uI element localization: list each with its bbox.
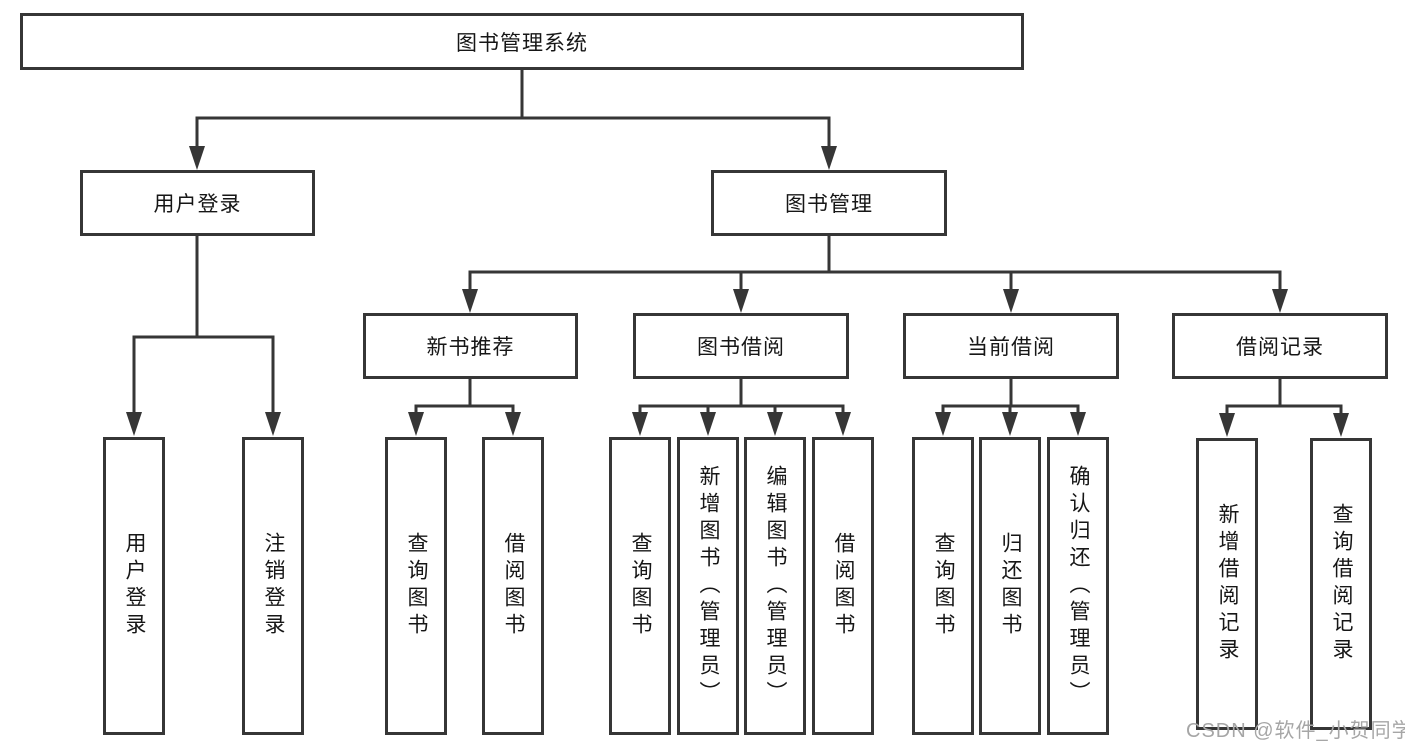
node-book-borrow: 图书借阅 [633, 313, 849, 379]
node-user-login: 用户登录 [80, 170, 315, 236]
node-new-book-recommend-label: 新书推荐 [426, 336, 515, 359]
node-current-borrow: 当前借阅 [903, 313, 1119, 379]
leaf-borrow-query-books-label: 查询图书 [629, 532, 652, 640]
leaf-logout: 注销登录 [242, 437, 304, 735]
node-book-borrow-label: 图书借阅 [697, 336, 785, 359]
node-borrow-records-label: 借阅记录 [1236, 336, 1324, 359]
leaf-add-borrow-record-label: 新增借阅记录 [1216, 503, 1239, 665]
leaf-confirm-return-admin-label: 确认归还（管理员） [1067, 464, 1090, 708]
leaf-user-login: 用户登录 [103, 437, 165, 735]
leaf-recommend-query-books-label: 查询图书 [405, 532, 428, 640]
leaf-add-books-admin-label: 新增图书（管理员） [697, 464, 720, 708]
node-current-borrow-label: 当前借阅 [967, 336, 1055, 359]
leaf-query-borrow-record-label: 查询借阅记录 [1330, 503, 1353, 665]
leaf-edit-books-admin-label: 编辑图书（管理员） [764, 464, 787, 708]
node-book-management-label: 图书管理 [785, 193, 873, 216]
leaf-return-books-label: 归还图书 [999, 532, 1022, 640]
leaf-logout-label: 注销登录 [262, 532, 285, 640]
leaf-add-books-admin: 新增图书（管理员） [677, 437, 739, 735]
connector-currentborrow-to-leaves [935, 379, 1086, 436]
leaf-borrow-books-label: 借阅图书 [832, 532, 855, 640]
connector-userlogin-to-leaves [126, 236, 281, 436]
node-library-system: 图书管理系统 [20, 13, 1024, 70]
connector-bookmgmt-to-level3 [462, 236, 1288, 313]
node-borrow-records: 借阅记录 [1172, 313, 1388, 379]
leaf-return-books: 归还图书 [979, 437, 1041, 735]
connector-borrowrecords-to-leaves [1219, 379, 1349, 437]
leaf-recommend-borrow-books: 借阅图书 [482, 437, 544, 735]
node-user-login-label: 用户登录 [153, 193, 242, 216]
leaf-recommend-borrow-books-label: 借阅图书 [502, 532, 525, 640]
leaf-borrow-query-books: 查询图书 [609, 437, 671, 735]
leaf-confirm-return-admin: 确认归还（管理员） [1047, 437, 1109, 735]
connector-root-to-level2 [189, 70, 837, 170]
connector-bookborrow-to-leaves [632, 379, 851, 436]
leaf-add-borrow-record: 新增借阅记录 [1196, 438, 1258, 730]
leaf-user-login-label: 用户登录 [123, 532, 146, 640]
node-new-book-recommend: 新书推荐 [363, 313, 578, 379]
node-book-management: 图书管理 [711, 170, 947, 236]
connector-newbook-to-leaves [408, 379, 521, 436]
node-library-system-label: 图书管理系统 [456, 31, 588, 55]
leaf-current-query-books: 查询图书 [912, 437, 974, 735]
csdn-watermark: CSDN @软件_小贺同学 [1186, 720, 1405, 742]
leaf-recommend-query-books: 查询图书 [385, 437, 447, 735]
leaf-edit-books-admin: 编辑图书（管理员） [744, 437, 806, 735]
leaf-current-query-books-label: 查询图书 [932, 532, 955, 640]
leaf-borrow-books: 借阅图书 [812, 437, 874, 735]
leaf-query-borrow-record: 查询借阅记录 [1310, 438, 1372, 730]
